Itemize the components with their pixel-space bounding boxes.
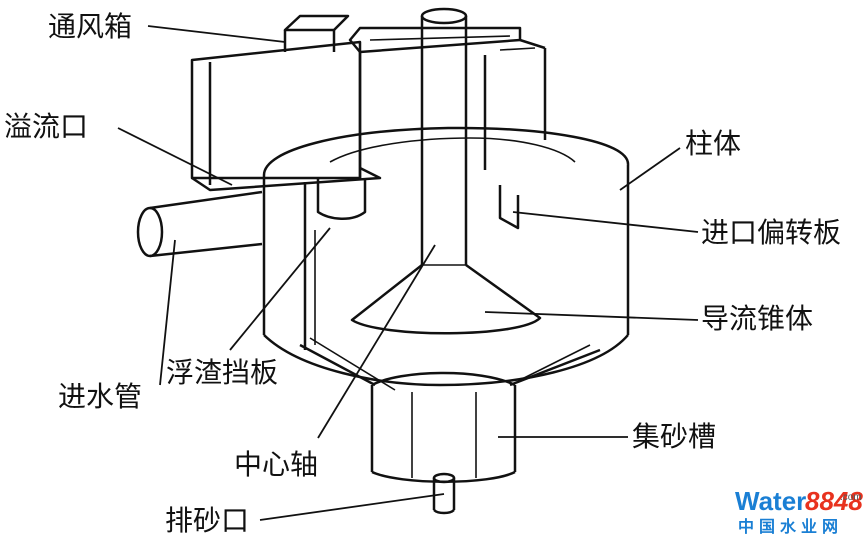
label-scum-baffle: 浮渣挡板: [166, 356, 278, 389]
label-center-shaft: 中心轴: [234, 448, 318, 481]
ventilation-box: [283, 14, 350, 52]
inlet-deflector: [498, 185, 520, 230]
labels: 通风箱 溢流口 进水管 浮渣挡板 中心轴 排砂口 柱体 进口偏转板 导流锥体 集…: [4, 10, 841, 537]
label-sand-discharge: 排砂口: [165, 504, 249, 537]
label-overflow-outlet: 溢流口: [4, 110, 88, 143]
leader-lines: [117, 25, 699, 521]
scum-baffle: [303, 178, 367, 350]
tank-body: [262, 126, 630, 391]
label-inlet-pipe: 进水管: [58, 380, 142, 413]
overflow-trough: [190, 40, 382, 192]
top-frame: [348, 26, 547, 178]
watermark-brand-left: Water: [735, 486, 806, 516]
watermark-logo: Water 8848 .com 中国水业网: [735, 486, 863, 536]
watermark-tagline: 中国水业网: [738, 517, 843, 536]
label-guide-cone: 导流锥体: [701, 302, 813, 335]
label-ventilation-box: 通风箱: [48, 10, 132, 43]
watermark-domain: .com: [840, 492, 862, 503]
label-inlet-deflector: 进口偏转板: [701, 216, 841, 249]
label-sand-hopper: 集砂槽: [632, 420, 716, 453]
sand-hopper: [370, 371, 517, 515]
guide-cone: [350, 263, 542, 335]
label-column-body: 柱体: [685, 127, 741, 160]
inlet-pipe: [136, 190, 263, 258]
center-shaft: [420, 7, 468, 265]
watermark-brand-right: 8848: [805, 486, 863, 516]
